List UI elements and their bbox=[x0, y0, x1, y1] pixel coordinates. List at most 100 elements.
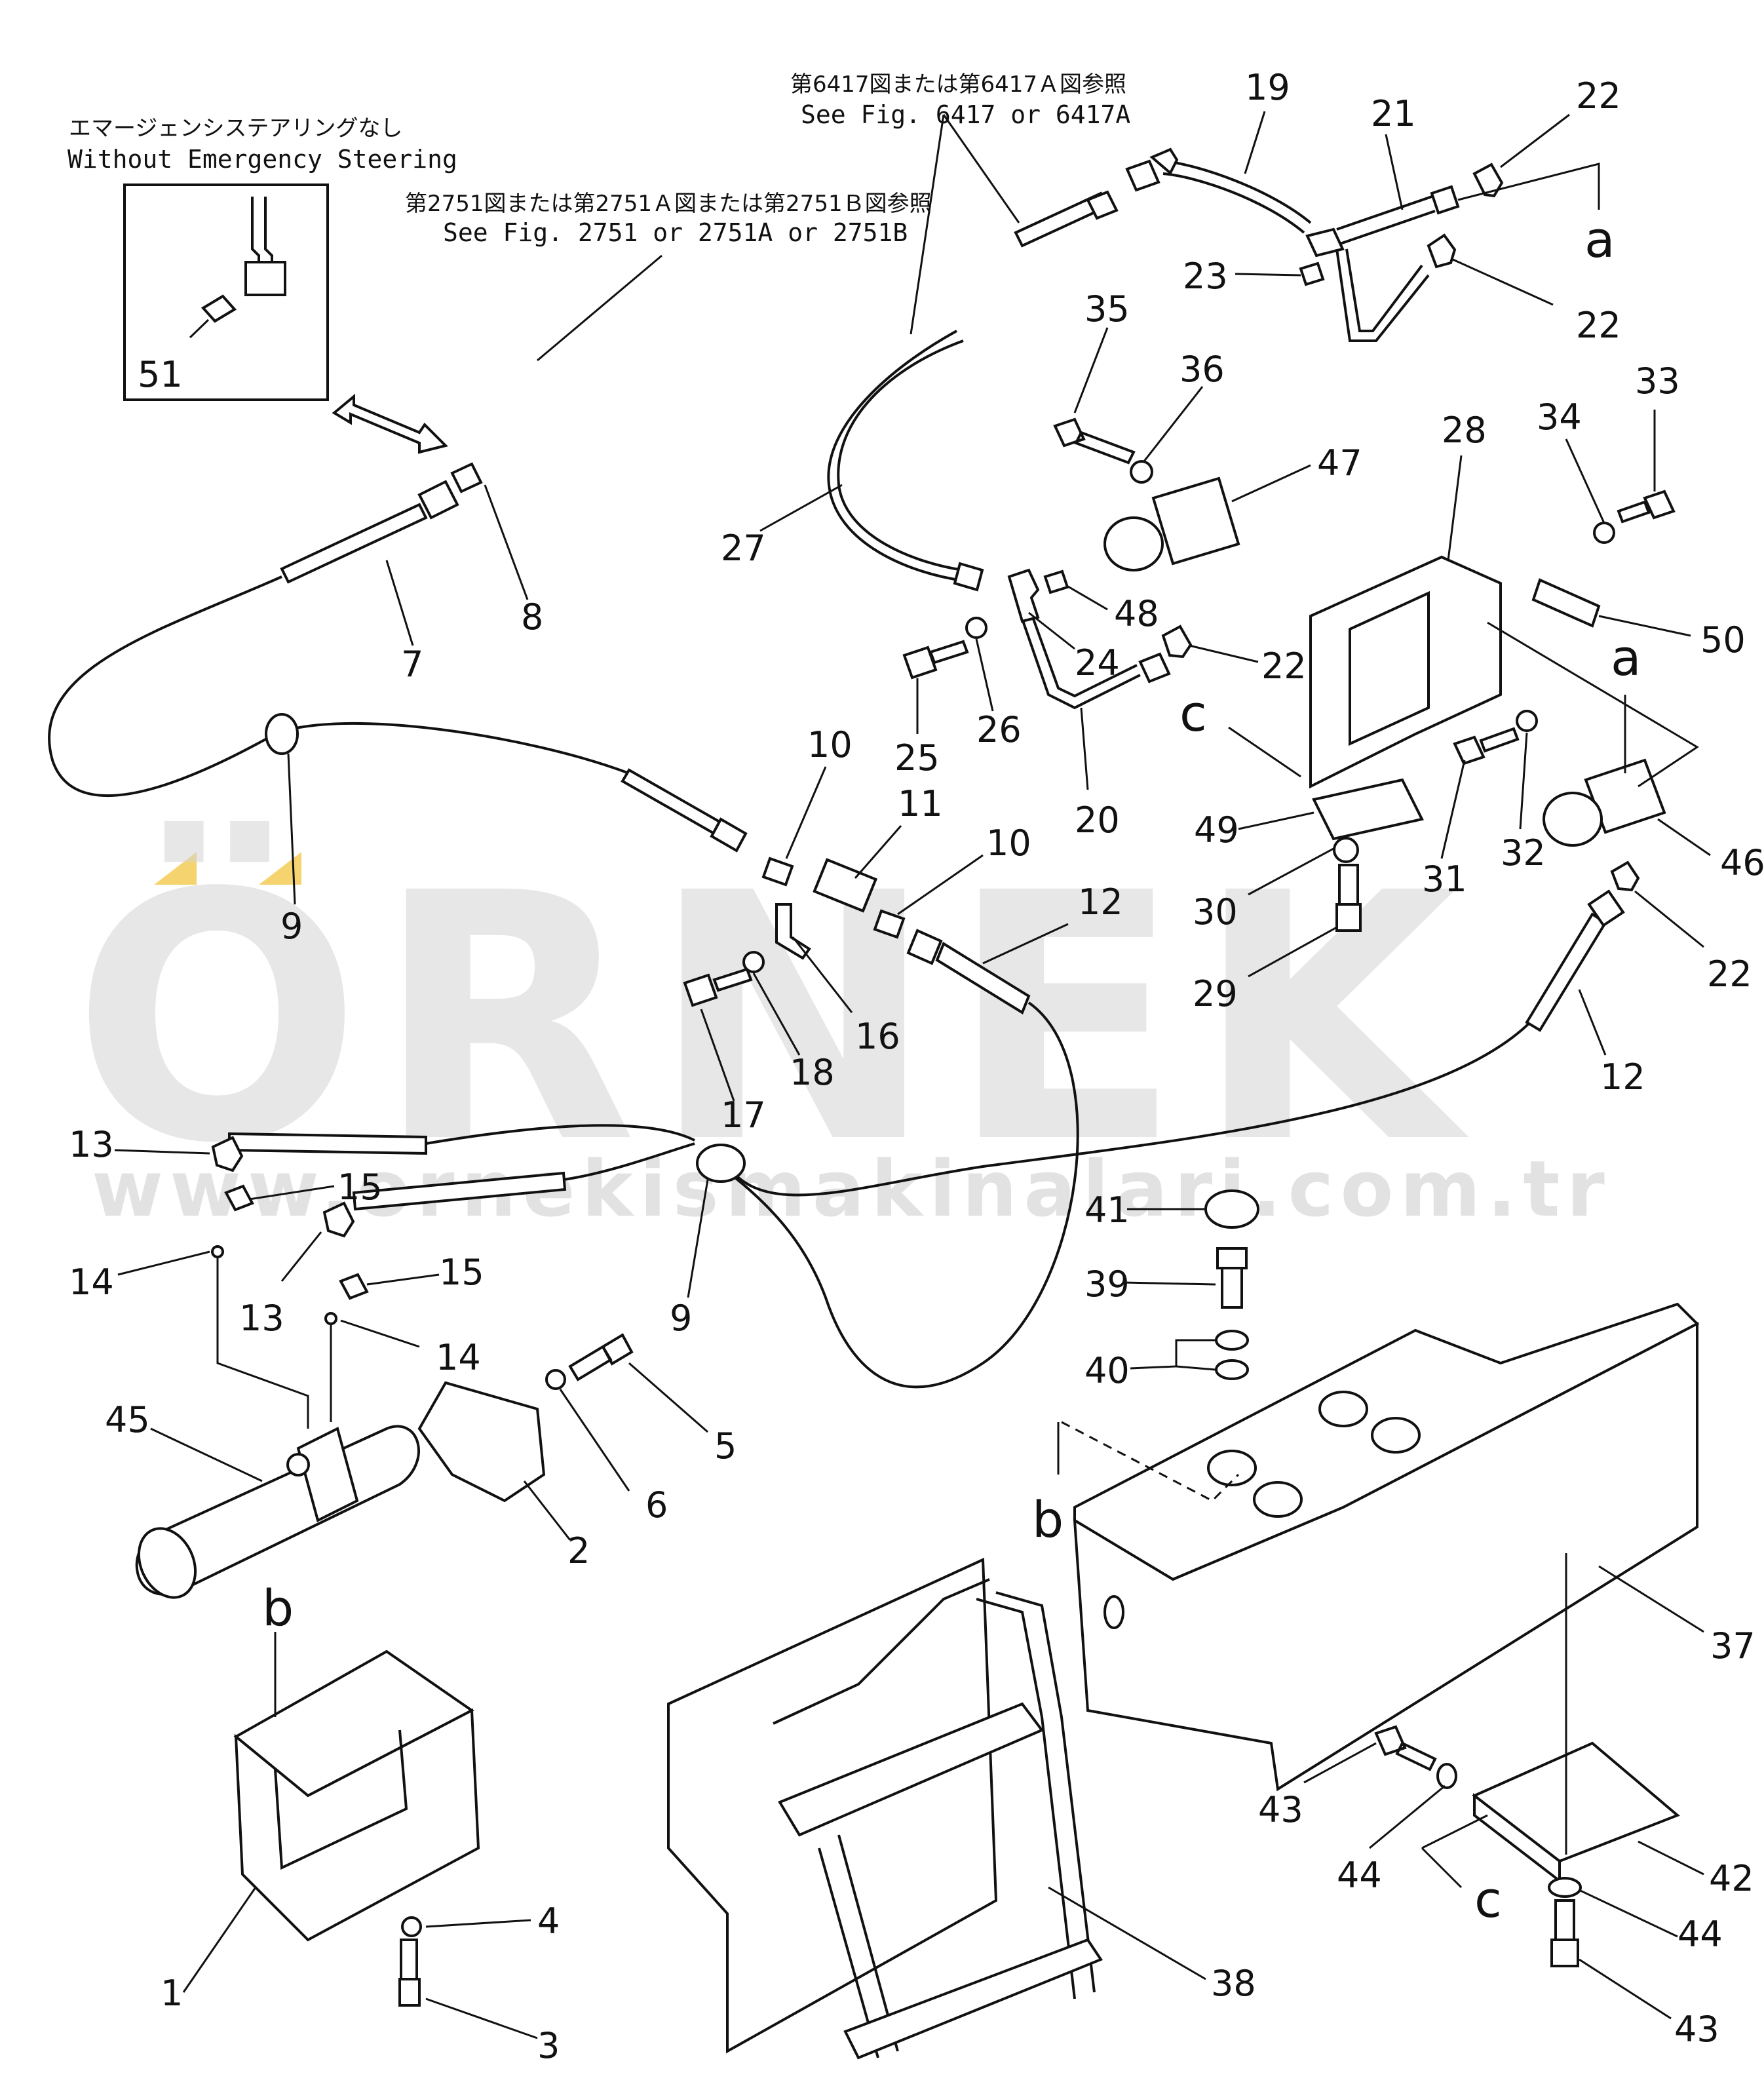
washer-32 bbox=[1516, 710, 1538, 732]
leader-22d bbox=[1634, 890, 1704, 948]
bolt-17 bbox=[683, 967, 753, 1007]
pipe-down-13a bbox=[216, 1258, 309, 1429]
label-12a: 12 bbox=[1078, 881, 1123, 923]
label-33: 33 bbox=[1635, 360, 1680, 402]
leader-47 bbox=[1231, 464, 1311, 503]
leader-6 bbox=[559, 1389, 630, 1492]
leader-13a bbox=[114, 1149, 210, 1155]
label-43a: 43 bbox=[1258, 1789, 1303, 1830]
washer-4 bbox=[401, 1916, 422, 1937]
leader-20 bbox=[1080, 707, 1089, 790]
bolt-5 bbox=[568, 1333, 634, 1381]
cover-1-inner bbox=[274, 1729, 408, 1870]
inset-block bbox=[244, 261, 286, 296]
letter-c-bracket: c bbox=[1179, 684, 1207, 743]
leader-43a bbox=[1303, 1742, 1377, 1784]
valve-47-body bbox=[1151, 476, 1240, 566]
leader-46 bbox=[1657, 818, 1711, 857]
leader-22c bbox=[1189, 644, 1259, 663]
fig2751-ref-en: See Fig. 2751 or 2751A or 2751B bbox=[443, 218, 908, 247]
fitting-stub bbox=[1086, 190, 1119, 220]
label-9b: 9 bbox=[670, 1298, 692, 1339]
cylinder-45-clamp bbox=[296, 1427, 359, 1522]
leader-42 bbox=[1638, 1840, 1704, 1876]
cover-group bbox=[233, 1650, 480, 2007]
cap-41 bbox=[1204, 1189, 1259, 1229]
label-34: 34 bbox=[1537, 396, 1582, 438]
leader-36 bbox=[1142, 386, 1204, 463]
double-arrow bbox=[332, 393, 448, 454]
leader-48 bbox=[1067, 585, 1108, 611]
leader-18 bbox=[752, 973, 801, 1056]
leader-34 bbox=[1565, 438, 1605, 524]
label-19: 19 bbox=[1245, 67, 1290, 108]
label-8: 8 bbox=[521, 596, 543, 638]
tank-hole-1 bbox=[1318, 1391, 1368, 1427]
leader-43b bbox=[1579, 1958, 1672, 2020]
washer-18 bbox=[742, 951, 765, 973]
leader-44b bbox=[1580, 1889, 1678, 1938]
leader-23 bbox=[1235, 273, 1301, 277]
leader-10a bbox=[785, 766, 827, 859]
leader-14b bbox=[340, 1319, 420, 1348]
label-43b: 43 bbox=[1674, 2009, 1719, 2050]
leader-9a bbox=[287, 753, 296, 905]
elbow-19-top bbox=[1149, 147, 1179, 176]
leader-49 bbox=[1238, 811, 1314, 830]
hose-12-right-fitting bbox=[1587, 889, 1625, 927]
label-37: 37 bbox=[1710, 1625, 1755, 1667]
label-15a: 15 bbox=[337, 1167, 383, 1208]
label-44b: 44 bbox=[1678, 1914, 1723, 1955]
pipe-20-fitting bbox=[1138, 652, 1171, 684]
leader-38 bbox=[1048, 1886, 1206, 1980]
washer-26 bbox=[965, 617, 987, 639]
leader-22a bbox=[1500, 113, 1570, 168]
leader-fig6417-a bbox=[942, 114, 1020, 223]
ladder-38-rail-right bbox=[976, 1591, 1096, 1999]
cylinder-45-end bbox=[137, 1527, 197, 1599]
leader-12a bbox=[982, 923, 1069, 965]
leader-12b bbox=[1578, 989, 1607, 1056]
label-51: 51 bbox=[138, 354, 183, 395]
leader-29 bbox=[1248, 926, 1337, 978]
label-20: 20 bbox=[1075, 800, 1120, 841]
hose-12-right bbox=[719, 1018, 1535, 1197]
oring-14a bbox=[211, 1245, 224, 1258]
label-26: 26 bbox=[976, 709, 1022, 750]
pipe-21-fitting bbox=[1430, 185, 1460, 215]
part-labels: 1 2 3 4 5 6 7 8 9 9 10 10 11 12 12 13 13… bbox=[69, 67, 1764, 2066]
clip-16 bbox=[775, 903, 811, 960]
pipe-21 bbox=[1336, 195, 1436, 245]
label-22b: 22 bbox=[1576, 305, 1621, 346]
label-44a: 44 bbox=[1337, 1855, 1382, 1896]
inset-without-emergency bbox=[123, 183, 329, 401]
leader-8 bbox=[484, 484, 529, 600]
leader-28 bbox=[1447, 455, 1463, 561]
label-48: 48 bbox=[1114, 593, 1159, 634]
leader-27 bbox=[759, 484, 843, 532]
fitting-23 bbox=[1299, 261, 1325, 286]
coupling-11 bbox=[813, 858, 878, 913]
tank-hole-3 bbox=[1207, 1450, 1257, 1486]
leader-4 bbox=[425, 1919, 531, 1928]
letter-b-cover: b bbox=[262, 1579, 294, 1637]
leader-19 bbox=[1244, 111, 1266, 174]
elbow-22b bbox=[1427, 233, 1457, 269]
label-39: 39 bbox=[1084, 1264, 1130, 1305]
ladder-38-step-2 bbox=[843, 1938, 1103, 2060]
hose-13-upper bbox=[228, 1132, 427, 1155]
label-7: 7 bbox=[401, 644, 423, 685]
plate-50 bbox=[1531, 578, 1601, 628]
label-16: 16 bbox=[855, 1016, 900, 1057]
watermark-accent-left bbox=[154, 852, 197, 885]
leader-16 bbox=[792, 936, 853, 1013]
hose-12-armor bbox=[906, 929, 1031, 1014]
leader-fig2751 bbox=[537, 254, 662, 362]
leader-c-bracket bbox=[1228, 726, 1301, 778]
label-38: 38 bbox=[1211, 1963, 1256, 2004]
label-12b: 12 bbox=[1600, 1056, 1645, 1098]
label-28: 28 bbox=[1442, 410, 1487, 451]
leader-1 bbox=[182, 1887, 257, 1993]
bolt-31 bbox=[1453, 727, 1520, 765]
